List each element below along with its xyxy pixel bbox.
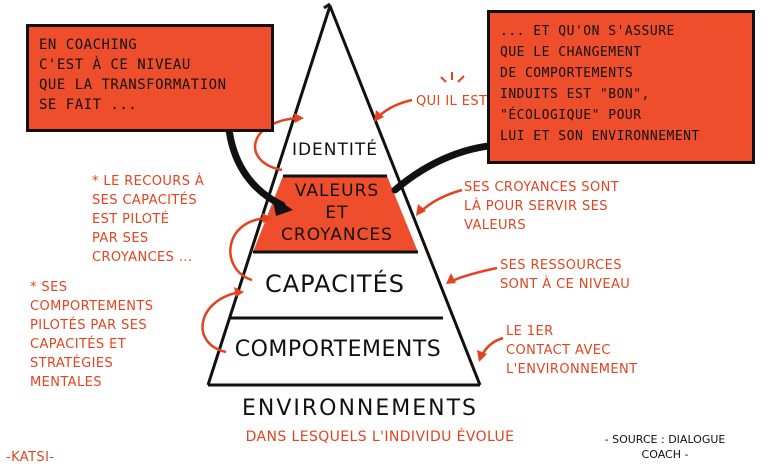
ecology-box: ... et qu'on s'assure que le changement … — [487, 10, 755, 164]
valeurs-band — [253, 176, 418, 252]
arrow-left-head — [272, 196, 293, 216]
environnements-subtitle: dans lesquels l'individu évolue — [245, 429, 515, 445]
curl-arrowhead — [294, 113, 304, 123]
arrowhead — [477, 350, 487, 362]
pyramid-tip-mark — [323, 2, 331, 10]
level-comportements: Comportements — [234, 337, 442, 362]
arrowhead — [416, 204, 426, 216]
source-credit: - Source : Dialogue coach - — [604, 433, 726, 461]
note-capacites-left: * Le recours à ses capacités est piloté … — [92, 174, 205, 265]
arrowhead — [374, 110, 384, 122]
level-capacites: Capacités — [264, 270, 405, 298]
note-contact-right: Le 1er contact avec l'environnement — [506, 324, 638, 377]
curl-arrowhead — [262, 213, 272, 223]
curl-arrowhead — [234, 287, 244, 297]
note-ressources-right: Ses ressources sont à ce niveau — [500, 258, 631, 292]
level-valeurs-croyances: Valeurs et Croyances — [281, 181, 393, 245]
note-croyances-right: Ses croyances sont là pour servir ses va… — [464, 180, 620, 233]
note-qui-il-est: Qui il est — [416, 94, 488, 109]
note-comportements-left: * Ses comportements pilotés par ses capa… — [30, 280, 154, 390]
environnements-title: Environnements — [241, 396, 479, 421]
pyramid-outline — [206, 4, 482, 386]
arrowhead — [446, 273, 456, 284]
curl-arrow-comportements-left — [201, 290, 241, 354]
curl-arrow-capacites-left — [229, 216, 269, 282]
level-identite: Identité — [291, 140, 379, 160]
arrow-qui-il-est — [376, 98, 413, 119]
author-signature: -Katsi- — [6, 450, 55, 465]
arrow-croyances — [419, 188, 463, 213]
arrow-ressources — [449, 266, 498, 284]
coaching-box: En coaching c'est à ce niveau que la tra… — [26, 24, 274, 132]
curl-arrow-identite-left — [253, 116, 301, 172]
